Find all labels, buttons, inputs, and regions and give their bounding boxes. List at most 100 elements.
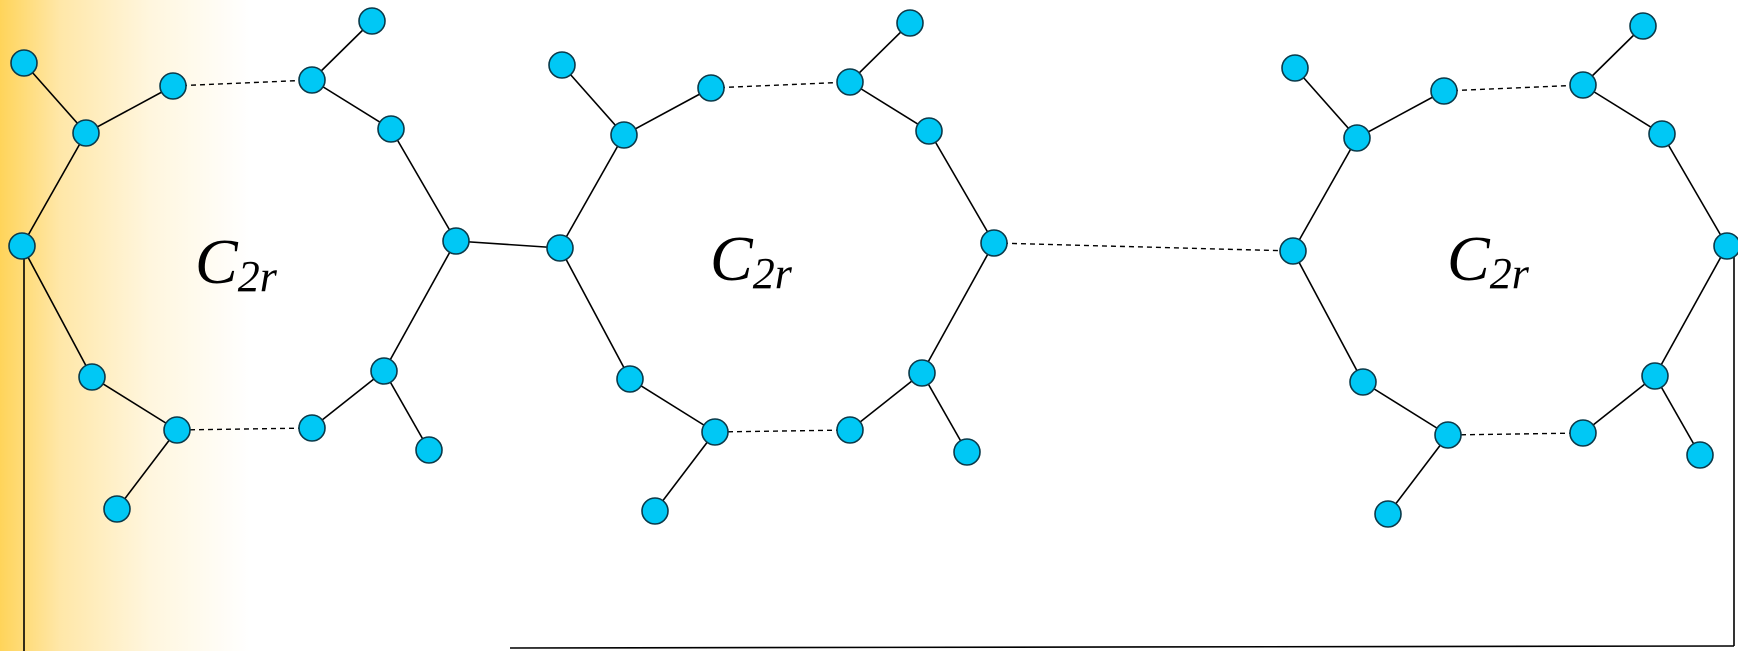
ring-2-bond-10 — [559, 247, 631, 380]
ring-2-atom-tr — [836, 68, 864, 96]
ring-1-atom-ul — [72, 119, 100, 147]
ring-label-3-subscript: 2r — [1490, 249, 1530, 298]
ring-2-bond-2 — [623, 87, 712, 136]
ring-3-bond-10 — [1292, 250, 1364, 383]
ring-3-bond-1 — [1292, 137, 1358, 252]
ring-2-atom-br — [836, 416, 864, 444]
ring-label-1-main: C — [195, 226, 239, 297]
ring-1-atom-sublr — [415, 436, 443, 464]
ring-1-bond-9 — [91, 376, 178, 431]
ring-3-atom-subtr — [1629, 12, 1657, 40]
ring-1-bond-4 — [311, 79, 392, 130]
ring-label-1-subscript: 2r — [238, 252, 278, 301]
ring-2-atom-subul — [548, 51, 576, 79]
ring-1-bond-5 — [390, 128, 457, 242]
ring-3-bond-14 — [1387, 434, 1449, 515]
ring-2-bond-8 — [714, 429, 851, 433]
ring-3-bond-13 — [1654, 375, 1701, 456]
ring-3-bond-9 — [1362, 381, 1449, 436]
ring-2-bond-12 — [849, 22, 911, 83]
ring-3-bond-3 — [1443, 84, 1584, 92]
ring-1-bond-7 — [311, 370, 385, 429]
ring-3-bond-5 — [1661, 133, 1728, 247]
ring-3-atom-subul — [1281, 54, 1309, 82]
ring-2-atom-ul — [610, 121, 638, 149]
ring-1-bond-8 — [176, 427, 313, 431]
bond-edges — [21, 20, 1728, 515]
bond-ring2-ring3 — [993, 242, 1294, 252]
ring-1-atom-tl — [159, 72, 187, 100]
ring-1-bond-3 — [172, 79, 313, 87]
frame-lines — [23, 246, 1735, 651]
ring-2-atom-l — [546, 234, 574, 262]
ring-label-2: C2r — [710, 223, 793, 298]
ring-label-1: C2r — [195, 226, 278, 301]
ring-3-bond-7 — [1582, 375, 1656, 434]
ring-1-bond-1 — [21, 132, 87, 247]
ring-3-bond-8 — [1447, 432, 1584, 436]
ring-3-atom-bl — [1434, 421, 1462, 449]
ring-2-bond-5 — [928, 130, 995, 244]
ring-3-atom-r — [1713, 232, 1738, 260]
ring-3-bond-12 — [1582, 25, 1644, 86]
ring-3-bond-6 — [1654, 245, 1728, 377]
ring-1-atom-subbl — [103, 495, 131, 523]
ring-3-atom-l — [1279, 237, 1307, 265]
ring-1-atom-ll — [78, 363, 106, 391]
ring-2-bond-9 — [629, 378, 716, 433]
ring-2-atom-subbl — [641, 497, 669, 525]
ring-labels: C2r C2r C2r — [195, 223, 1530, 301]
ring-3-bond-2 — [1356, 90, 1445, 139]
ring-1-bond-11 — [23, 62, 87, 134]
ring-1-atom-r — [442, 227, 470, 255]
frame-line-2 — [509, 645, 1735, 649]
ring-1-bond-6 — [383, 240, 457, 372]
ring-3-atom-ur — [1648, 120, 1676, 148]
ring-2-bond-6 — [921, 242, 995, 374]
ring-1-bond-2 — [85, 85, 174, 134]
ring-label-2-main: C — [710, 223, 754, 294]
ring-2-atom-subtr — [896, 9, 924, 37]
ring-1-atom-tr — [298, 66, 326, 94]
ring-2-atom-bl — [701, 418, 729, 446]
ring-2-atom-r — [980, 229, 1008, 257]
ring-3-atom-tl — [1430, 77, 1458, 105]
ring-2-bond-13 — [921, 372, 968, 453]
ring-3-bond-4 — [1582, 84, 1663, 135]
ring-1-atom-bl — [163, 416, 191, 444]
ring-1-atom-l — [8, 232, 36, 260]
bond-ring1-ring2 — [455, 240, 561, 249]
ring-1-bond-12 — [311, 20, 373, 81]
ring-label-3-main: C — [1447, 223, 1491, 294]
ring-1-bond-13 — [383, 370, 430, 451]
ring-2-bond-3 — [710, 81, 851, 89]
ring-2-bond-14 — [654, 431, 716, 512]
ring-3-atom-subbl — [1374, 500, 1402, 528]
ring-3-atom-ul — [1343, 124, 1371, 152]
ring-3-atom-lr — [1641, 362, 1669, 390]
ring-2-atom-ll — [616, 365, 644, 393]
ring-1-atom-subul — [10, 49, 38, 77]
ring-1-atom-lr — [370, 357, 398, 385]
ring-2-bond-11 — [561, 64, 625, 136]
ring-3-atom-sublr — [1686, 441, 1714, 469]
ring-2-bond-7 — [849, 372, 923, 431]
ring-1-bond-10 — [21, 245, 93, 378]
ring-3-atom-ll — [1349, 368, 1377, 396]
ring-2-bond-1 — [559, 134, 625, 249]
ring-2-atom-sublr — [953, 438, 981, 466]
ring-3-bond-11 — [1294, 67, 1358, 139]
ring-2-atom-lr — [908, 359, 936, 387]
atom-nodes — [8, 7, 1738, 528]
ring-2-bond-4 — [849, 81, 930, 132]
ring-1-atom-ur — [377, 115, 405, 143]
ring-label-3: C2r — [1447, 223, 1530, 298]
ring-1-atom-subtr — [358, 7, 386, 35]
ring-2-atom-ur — [915, 117, 943, 145]
ring-2-atom-tl — [697, 74, 725, 102]
ring-1-bond-14 — [116, 429, 178, 510]
ring-label-2-subscript: 2r — [753, 249, 793, 298]
ring-3-atom-tr — [1569, 71, 1597, 99]
